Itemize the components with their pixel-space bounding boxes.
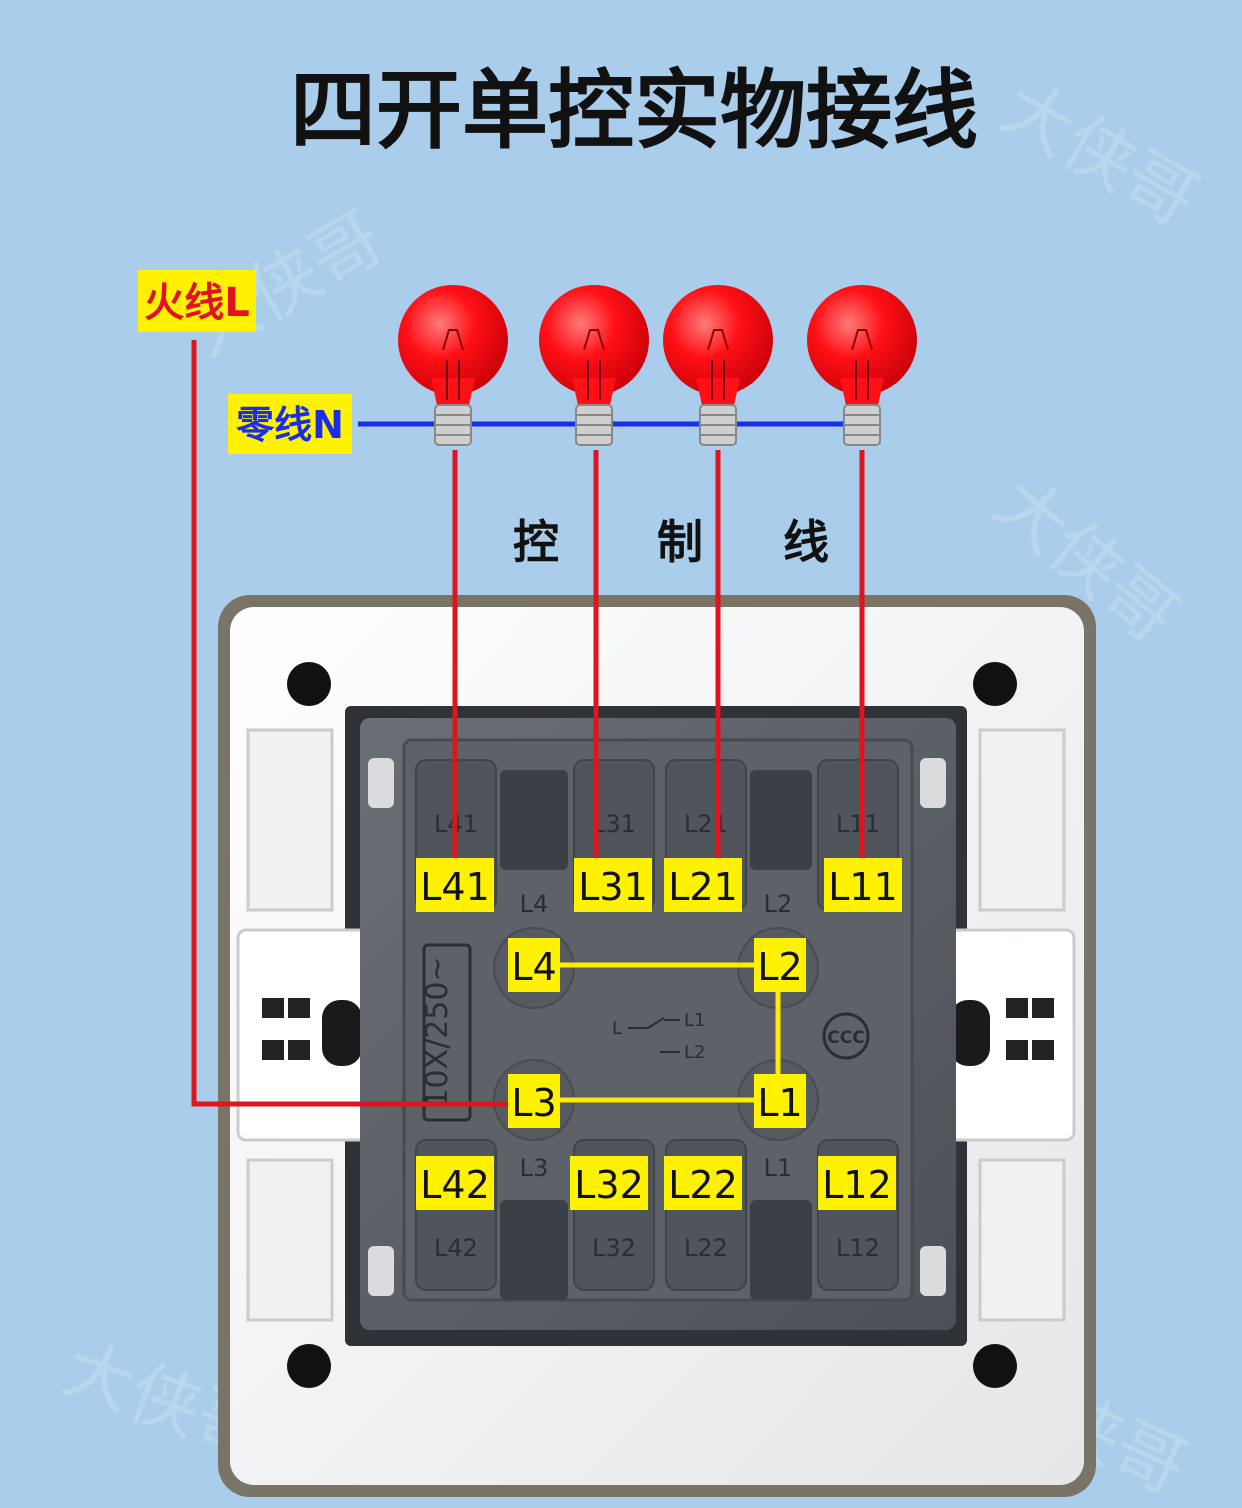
embossed-label: L2 <box>764 890 793 918</box>
control-char: 控 <box>513 515 559 569</box>
embossed-label: L12 <box>836 1234 880 1262</box>
bulbs <box>398 285 917 446</box>
schematic-label: L2 <box>684 1042 705 1063</box>
control-char: 线 <box>783 515 829 569</box>
embossed-label: L4 <box>520 890 549 918</box>
terminal-tag: L42 <box>420 1163 490 1207</box>
right-side-ribs <box>978 728 1066 1322</box>
right-slot-icon <box>950 1000 990 1066</box>
wires <box>191 340 868 1107</box>
light-bulb-icon <box>539 285 649 446</box>
screw-hole-icon <box>287 1344 331 1388</box>
embossed-label: L1 <box>764 1154 793 1182</box>
left-slot-icon <box>322 1000 362 1066</box>
terminal-tag: L41 <box>420 865 490 909</box>
light-bulb-icon <box>807 285 917 446</box>
screw-hole-icon <box>973 1344 1017 1388</box>
terminal-tag: L31 <box>578 865 648 909</box>
schematic-label: L <box>612 1018 622 1039</box>
control-char: 制 <box>657 515 703 569</box>
terminal-tag: L11 <box>828 865 898 909</box>
embossed-label: L32 <box>592 1234 636 1262</box>
embossed-label: L42 <box>434 1234 478 1262</box>
embossed-labels: L41 L31 L21 L11 L4 L2 L3 L1 L42 L32 L22 … <box>420 810 880 1262</box>
live-wire-text: 火线L <box>144 280 250 326</box>
bridge-wires <box>560 962 781 1103</box>
control-line-label: 控 制 线 <box>513 515 829 569</box>
embossed-label: L3 <box>520 1154 549 1182</box>
embossed-label: L21 <box>684 810 728 838</box>
ccc-mark: CCC <box>827 1028 864 1048</box>
terminal-tag: L3 <box>511 1081 556 1125</box>
neutral-wire-label: 零线N <box>228 394 352 454</box>
screw-hole-icon <box>287 662 331 706</box>
terminal-tag: L2 <box>757 945 802 989</box>
schematic-symbol <box>628 1017 680 1053</box>
light-bulb-icon <box>398 285 508 446</box>
terminal-tag: L22 <box>668 1163 738 1207</box>
terminal-tag: L12 <box>822 1163 892 1207</box>
embossed-label: L22 <box>684 1234 728 1262</box>
embossed-label: L31 <box>592 810 636 838</box>
page-title: 四开单控实物接线 <box>290 61 978 161</box>
terminal-tag: L32 <box>574 1163 644 1207</box>
switch-plate <box>218 595 1096 1497</box>
neutral-wire-text: 零线N <box>236 403 344 447</box>
rating-label: 10X/250~ <box>420 956 455 1107</box>
terminal-tag: L4 <box>511 945 556 989</box>
screw-hole-icon <box>973 662 1017 706</box>
left-side-ribs <box>246 728 334 1322</box>
terminal-tags: L41 L31 L21 L11 L4 L2 L3 L1 L42 L32 L22 … <box>416 858 902 1210</box>
terminal-tag: L21 <box>668 865 738 909</box>
live-wire-label: 火线L <box>138 270 256 332</box>
embossed-label: L11 <box>836 810 880 838</box>
terminal-tag: L1 <box>757 1081 802 1125</box>
schematic-label: L1 <box>684 1010 705 1031</box>
light-bulb-icon <box>663 285 773 446</box>
